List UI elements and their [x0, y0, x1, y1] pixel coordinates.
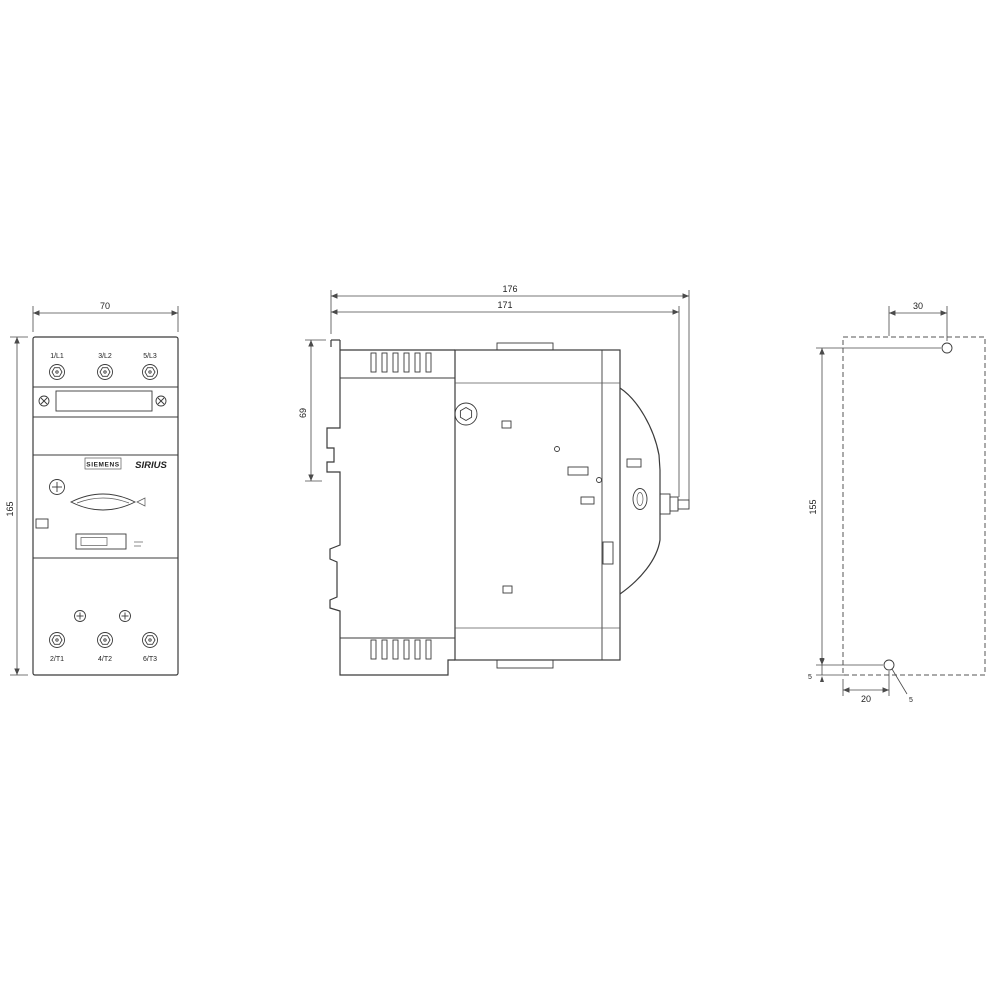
- front-width-dimension: 70: [32, 301, 179, 332]
- detail-pin: [596, 477, 602, 483]
- dim-label-hole-offset: 30: [913, 301, 923, 311]
- top-lip: [496, 342, 554, 351]
- series-text: SIRIUS: [135, 460, 167, 471]
- setting-dial-scale: [80, 537, 108, 546]
- vent-slot: [425, 639, 432, 660]
- dim-label-depth-total: 176: [502, 284, 517, 294]
- dim-label-edge-offset: 5: [808, 674, 812, 681]
- dim-label-height: 165: [5, 501, 15, 516]
- side-depth-body-dimension: 171: [331, 300, 680, 497]
- brand-logo-box: [84, 457, 122, 470]
- front-height-dimension: 165: [5, 336, 28, 676]
- mounting-hole-top: [941, 342, 953, 354]
- device-outline: [32, 336, 179, 676]
- drill-spacing-dimension: 155: [808, 347, 941, 666]
- terminal-screw-icon: [142, 364, 158, 380]
- leader-line: [891, 668, 908, 695]
- knob-lens: [69, 493, 137, 511]
- dimension-arrow: [820, 676, 824, 682]
- knob-side-profile: [632, 488, 648, 510]
- terminal-label: 2/T1: [50, 656, 64, 663]
- hex-socket: [459, 406, 473, 422]
- vent-slot: [403, 639, 410, 660]
- knob-shaft: [659, 493, 690, 515]
- device-footprint-outline: [842, 336, 986, 676]
- dim-label-hole-diameter: 5: [909, 697, 913, 704]
- detail-slot: [502, 585, 513, 594]
- terminal-label: 1/L1: [50, 353, 64, 360]
- terminal-screw-icon: [97, 632, 113, 648]
- vent-slot: [381, 352, 388, 373]
- din-rail-profile: [326, 350, 455, 676]
- side-view: 176 171 69: [298, 284, 690, 676]
- shaft-base: [659, 493, 671, 515]
- vent-slot: [414, 639, 421, 660]
- fixing-screw-icon: [155, 395, 167, 407]
- dim-label-hole-spacing: 155: [808, 499, 818, 514]
- vent-slot: [414, 352, 421, 373]
- front-face-profile: [619, 387, 661, 595]
- drill-edge-offset-dimension: 5: [808, 658, 846, 682]
- terminal-screw-icon: [97, 364, 113, 380]
- screw-head: [454, 402, 478, 426]
- mounting-hole-bottom: [883, 659, 895, 671]
- shaft-mid: [669, 496, 679, 512]
- vent-slot: [370, 639, 377, 660]
- front-view: 70 165 1/L1 3/L2 5/L3 SIEMENS SIRIUS: [5, 301, 179, 676]
- phillips-screw-icon: [74, 610, 86, 622]
- detail-slot: [602, 541, 614, 565]
- phillips-screw-icon: [119, 610, 131, 622]
- drilling-plan: 30 155 5 20 5: [808, 301, 986, 704]
- vent-slots-bottom: [370, 639, 432, 660]
- terminal-label: 5/L3: [143, 353, 157, 360]
- side-rail-dimension: 69: [298, 339, 326, 482]
- vent-slot: [370, 352, 377, 373]
- hex-socket-screw-icon: [454, 402, 478, 426]
- knob-contour: [76, 497, 130, 504]
- drill-bottom-offset-dimension: 20: [842, 671, 890, 704]
- dim-label-bottom-offset: 20: [861, 694, 871, 704]
- terminal-label: 4/T2: [98, 656, 112, 663]
- side-depth-total-dimension: 176: [330, 284, 690, 500]
- vent-slot: [381, 639, 388, 660]
- fixing-screw-icon: [38, 395, 50, 407]
- detail-slot: [567, 466, 589, 476]
- bottom-lip: [496, 659, 554, 669]
- dimension-arrow: [820, 658, 824, 664]
- phillips-screw-icon: [49, 479, 65, 495]
- vent-slot: [403, 352, 410, 373]
- rotary-knob: [69, 493, 146, 511]
- vent-slots-top: [370, 352, 432, 373]
- side-aperture: [35, 518, 49, 529]
- knob-pointer: [136, 497, 146, 507]
- terminal-screw-icon: [49, 364, 65, 380]
- drill-offset-dimension: 30: [888, 301, 948, 341]
- terminal-screw-icon: [142, 632, 158, 648]
- shaft-tip: [677, 499, 690, 510]
- terminal-screw-icon: [49, 632, 65, 648]
- detail-slot: [580, 496, 595, 505]
- label-window: [55, 390, 153, 412]
- detail-slot: [501, 420, 512, 429]
- dim-label-depth-body: 171: [497, 300, 512, 310]
- dim-label-width: 70: [100, 301, 110, 311]
- hole-diameter-leader: 5: [891, 668, 913, 704]
- terminal-label: 3/L2: [98, 353, 112, 360]
- vent-slot: [392, 639, 399, 660]
- detail-pin: [554, 446, 560, 452]
- setting-dial-window: [75, 533, 127, 550]
- dim-label-rail: 69: [298, 408, 308, 418]
- vent-slot: [425, 352, 432, 373]
- vent-slot: [392, 352, 399, 373]
- housing-body: [454, 349, 621, 661]
- detail-slot: [626, 458, 642, 468]
- terminal-label: 6/T3: [143, 656, 157, 663]
- knob-side-profile-inner: [636, 492, 644, 506]
- brand-text: SIEMENS: [86, 462, 120, 469]
